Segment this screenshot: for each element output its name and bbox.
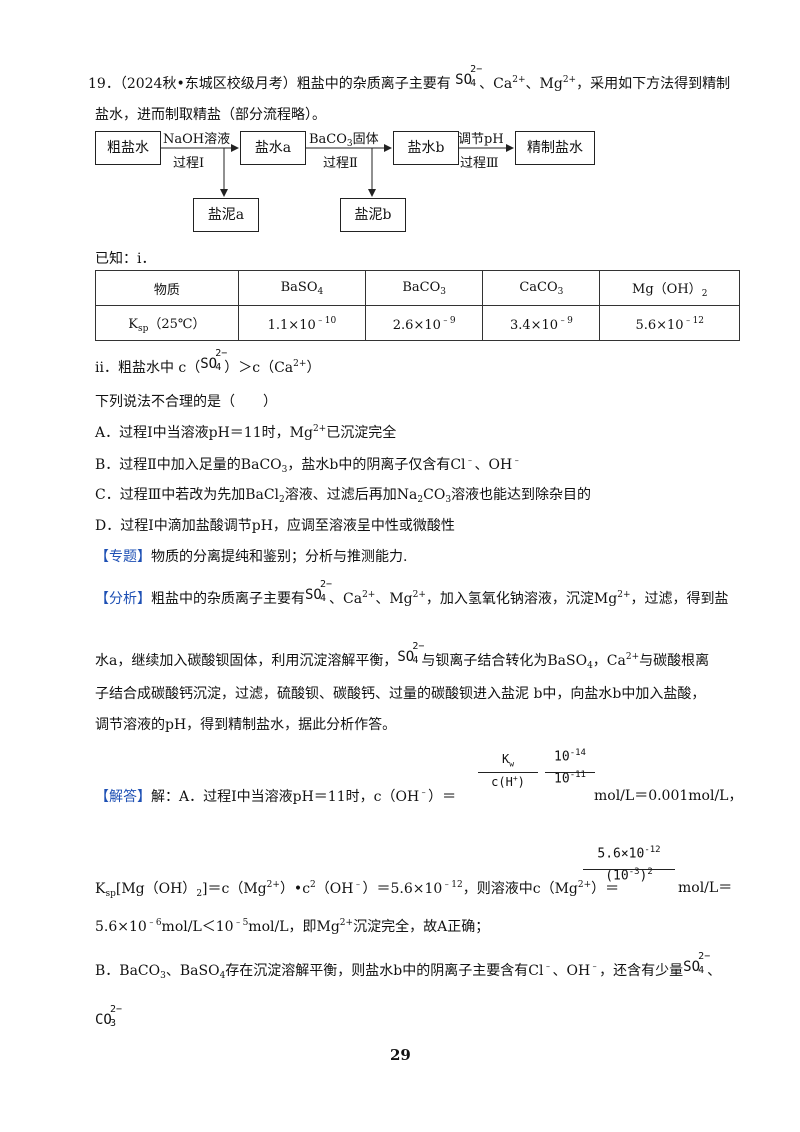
table-row-label: Ksp（25℃） — [95, 305, 239, 341]
question-prompt: 下列说法不合理的是（ ） — [95, 394, 277, 410]
answer-line-3: 5.6×10﹣6mol/L＜10﹣5mol/L，即Mg2+沉淀完全，故A正确； — [95, 918, 490, 935]
arrow-3-top-label: 调节pH — [458, 132, 504, 147]
flow-arrows — [160, 144, 514, 197]
ksp-fraction: 5.6×10-12 (10-3)2 — [583, 845, 675, 884]
question-number: 19． — [88, 76, 120, 92]
flow-box-mud-a: 盐泥a — [193, 198, 259, 232]
table-header-caco3: CaCO3 — [482, 270, 601, 306]
kw-fraction: Kw c(H+) — [478, 752, 538, 789]
option-c: C．过程Ⅲ中若改为先加BaCl2溶液、过滤后再加Na2CO3溶液也能达到除杂目的 — [95, 487, 592, 505]
table-header-mgoh2: Mg（OH）2 — [599, 270, 740, 306]
answer-line-b: B．BaCO3、BaSO4存在沉淀溶解平衡，则盐水b中的阴离子主要含有Cl﹣、O… — [95, 951, 722, 981]
option-b: B．过程Ⅱ中加入足量的BaCO3，盐水b中的阴离子仅含有Cl﹣、OH﹣ — [95, 456, 522, 475]
flow-box-mud-b: 盐泥b — [340, 198, 406, 232]
answer-ksp-unit: mol/L＝ — [678, 880, 733, 896]
topic-tag: 【专题】 — [95, 549, 151, 565]
question-line-2: 盐水，进而制取精盐（部分流程略）。 — [95, 107, 326, 123]
table-cell: 1.1×10﹣10 — [237, 305, 367, 341]
ksp-table: 物质 BaSO4 BaCO3 CaCO3 Mg（OH）2 Ksp（25℃） 1.… — [95, 270, 740, 341]
question-source: （2024秋•东城区校级月考） — [119, 76, 297, 92]
analysis-tag: 【分析】 — [95, 591, 151, 607]
ten-power-fraction: 10-14 10-11 — [545, 748, 595, 787]
option-a: A．过程Ⅰ中当溶液pH＝11时，Mg2+已沉淀完全 — [95, 424, 397, 441]
answer-ksp-line: Ksp[Mg（OH）2]＝c（Mg2+）•c2（OH﹣）＝5.6×10﹣12，则… — [95, 880, 620, 899]
table-cell: 2.6×10﹣9 — [365, 305, 484, 341]
topic: 【专题】物质的分离提纯和鉴别；分析与推测能力. — [95, 549, 408, 565]
table-header-baco3: BaCO3 — [365, 270, 484, 306]
page-number: 29 — [390, 1046, 411, 1064]
arrow-2-top-label: BaCO3固体 — [309, 132, 379, 149]
answer-line-1: 【解答】解：A．过程Ⅰ中当溶液pH＝11时，c（OH﹣）＝ — [95, 788, 457, 805]
arrow-1-bottom-label: 过程Ⅰ — [173, 156, 205, 171]
answer-tag: 【解答】 — [95, 789, 151, 805]
answer-line-1-tail: mol/L＝0.001mol/L， — [594, 788, 743, 804]
table-row: Ksp（25℃） 1.1×10﹣10 2.6×10﹣9 3.4×10﹣9 5.6… — [95, 305, 740, 341]
analysis-line-3: 子结合成碳酸钙沉淀，过滤，硫酸钡、碳酸钙、过量的碳酸钡进入盐泥 b中，向盐水b中… — [95, 686, 706, 702]
flow-box-brine-a: 盐水a — [240, 131, 306, 165]
table-row: 物质 BaSO4 BaCO3 CaCO3 Mg（OH）2 — [95, 270, 740, 306]
arrow-2-bottom-label: 过程Ⅱ — [323, 156, 358, 171]
table-header-substance: 物质 — [95, 270, 239, 306]
flow-box-refined-brine: 精制盐水 — [515, 131, 595, 165]
arrow-3-bottom-label: 过程Ⅲ — [460, 156, 499, 171]
option-d: D．过程Ⅰ中滴加盐酸调节pH，应调至溶液呈中性或微酸性 — [95, 518, 455, 534]
arrow-1-top-label: NaOH溶液 — [163, 132, 231, 147]
known-label: 已知：ⅰ． — [95, 251, 156, 267]
table-cell: 3.4×10﹣9 — [482, 305, 601, 341]
analysis-line-4: 调节溶液的pH，得到精制盐水，据此分析作答。 — [95, 717, 397, 733]
table-header-baso4: BaSO4 — [237, 270, 367, 306]
table-cell: 5.6×10﹣12 — [599, 305, 740, 341]
